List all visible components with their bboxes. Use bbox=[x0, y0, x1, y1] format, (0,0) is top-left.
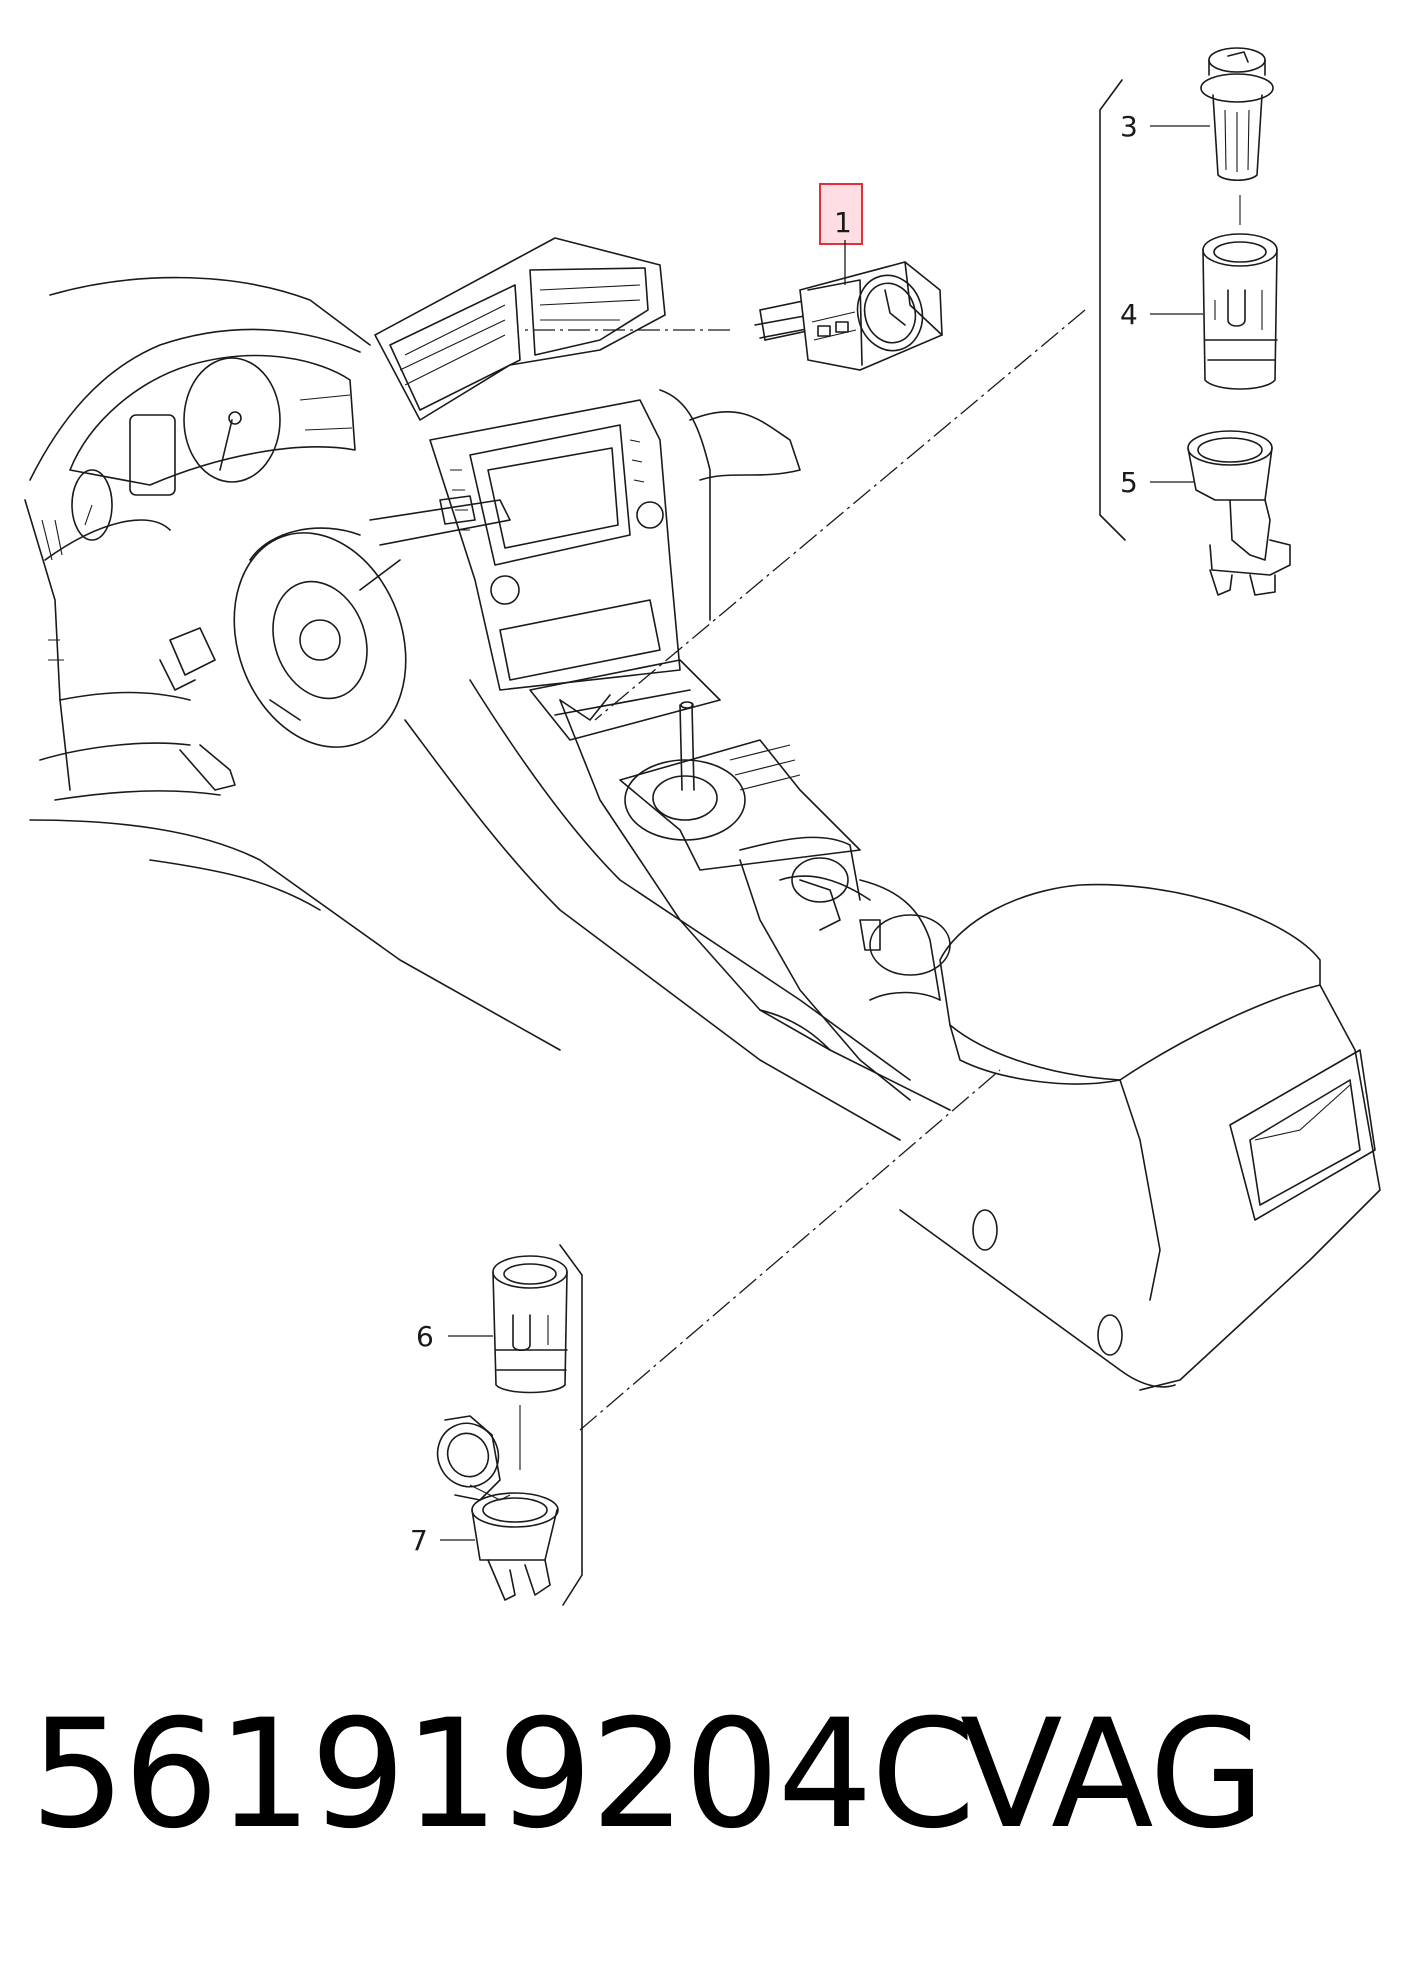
air-vents bbox=[374, 237, 666, 421]
callout-4: 4 bbox=[1120, 298, 1138, 331]
part-3-cap bbox=[1200, 47, 1274, 182]
instrument-cluster bbox=[69, 354, 356, 541]
callout-6: 6 bbox=[416, 1320, 434, 1353]
dashboard-outline bbox=[24, 276, 371, 801]
bracket-3-5 bbox=[1099, 79, 1126, 541]
highlighted-callout-box bbox=[819, 183, 863, 245]
callout-7: 7 bbox=[410, 1524, 428, 1557]
callout-3: 3 bbox=[1120, 110, 1138, 143]
part-4-socket bbox=[1202, 233, 1278, 390]
center-stack bbox=[429, 389, 801, 691]
dashdot-3-5 bbox=[594, 309, 1086, 721]
console-sides bbox=[29, 679, 951, 1141]
center-console bbox=[529, 659, 951, 1101]
steering-wheel bbox=[159, 495, 511, 791]
part-7-housing bbox=[436, 1415, 559, 1601]
dashdot-6-7 bbox=[579, 1069, 1001, 1431]
part-5-housing bbox=[1187, 430, 1291, 596]
callout-1: 1 bbox=[834, 206, 852, 239]
part-number: 561919204C bbox=[30, 1688, 976, 1862]
armrest bbox=[899, 883, 1381, 1391]
bracket-6-7 bbox=[559, 1244, 583, 1606]
clock-part bbox=[754, 261, 943, 371]
callout-5: 5 bbox=[1120, 466, 1138, 499]
brand-label: VAG bbox=[960, 1688, 1265, 1862]
part-6-socket bbox=[492, 1255, 568, 1394]
